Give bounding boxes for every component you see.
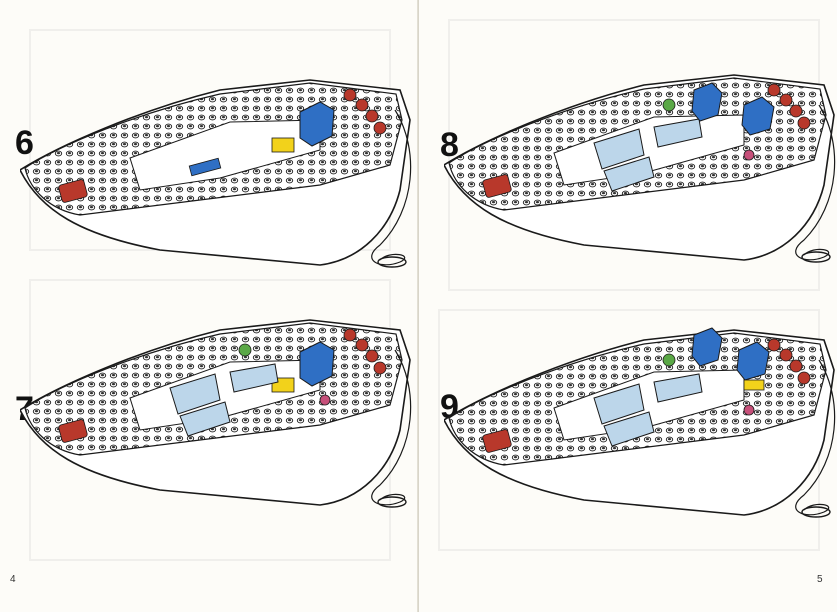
boat-step-7-illustration [20,319,412,508]
boat-step-6-illustration [20,79,412,268]
left-page: 6 7 4 [0,0,418,612]
boat-step-8-illustration [444,74,836,263]
step-number-8: 8 [440,126,459,164]
page-number-left: 4 [10,574,16,585]
page-gutter [417,0,420,612]
boat-step-9-illustration [444,327,836,518]
page-number-right: 5 [817,574,823,585]
step-number-6: 6 [15,124,34,162]
right-page: 8 9 5 [419,0,837,612]
